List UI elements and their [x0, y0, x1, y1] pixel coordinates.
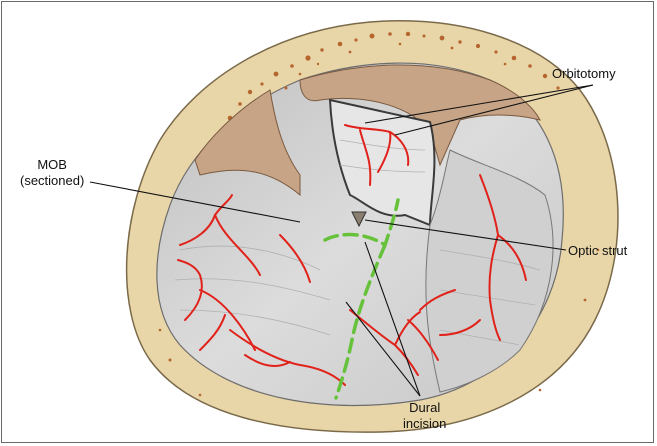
mob-label-line1: MOB [20, 157, 84, 173]
dural-incision-label: Dural incision [403, 400, 446, 432]
optic-strut-label: Optic strut [568, 243, 627, 259]
dural-label-line2: incision [403, 416, 446, 432]
dural-label-line1: Dural [403, 400, 446, 416]
mob-label: MOB (sectioned) [20, 157, 84, 189]
mob-label-line2: (sectioned) [20, 173, 84, 189]
orbitotomy-label: Orbitotomy [552, 66, 616, 82]
